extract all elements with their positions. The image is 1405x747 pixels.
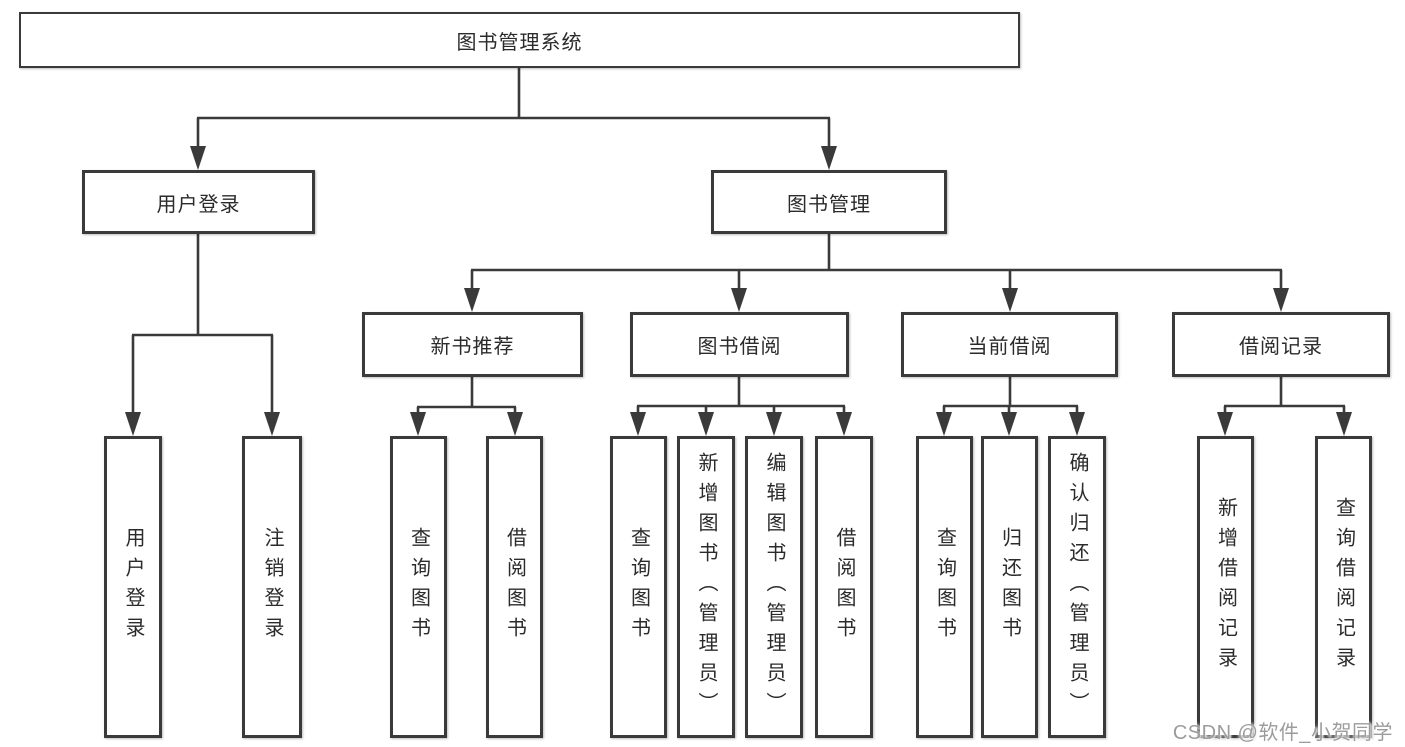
node-return-books: 归还图书	[981, 436, 1038, 738]
node-search-books-borrowing: 查询图书	[610, 436, 667, 738]
node-label: 图书管理	[787, 193, 871, 216]
node-borrow-books-leaf: 借阅图书	[815, 436, 873, 738]
node-label: 图书管理系统	[456, 31, 583, 54]
node-book-management: 图书管理	[711, 170, 947, 234]
node-label: 新书推荐	[430, 336, 515, 358]
node-label: 查询借阅记录	[1332, 497, 1355, 677]
node-label: 新增借阅记录	[1214, 497, 1237, 677]
node-user-login: 用户登录	[82, 170, 315, 234]
node-add-books-admin: 新增图书（管理员）	[677, 436, 735, 738]
node-label: 用户登录	[156, 193, 241, 216]
node-new-book-recommendation: 新书推荐	[362, 312, 583, 377]
node-label: 编辑图书（管理员）	[763, 452, 785, 722]
node-label: 归还图书	[998, 527, 1021, 647]
node-borrow-books-recommend: 借阅图书	[486, 436, 543, 738]
node-label: 注销登录	[261, 527, 283, 647]
node-current-borrowing: 当前借阅	[901, 312, 1118, 377]
node-label: 查询图书	[933, 527, 956, 647]
node-label: 当前借阅	[967, 336, 1052, 358]
node-search-borrow-record: 查询借阅记录	[1315, 436, 1372, 738]
node-label: 借阅记录	[1239, 336, 1323, 358]
node-edit-books-admin: 编辑图书（管理员）	[745, 436, 803, 738]
node-logout: 注销登录	[242, 436, 302, 738]
node-label: 图书借阅	[697, 336, 782, 358]
node-label: 查询图书	[627, 527, 650, 647]
node-book-borrowing: 图书借阅	[630, 312, 849, 377]
node-label: 借阅图书	[833, 527, 855, 647]
node-label: 借阅图书	[503, 527, 526, 647]
node-user-login-leaf: 用户登录	[104, 436, 162, 738]
node-label: 用户登录	[122, 527, 144, 647]
node-search-books-current: 查询图书	[916, 436, 973, 738]
node-library-management-system: 图书管理系统	[19, 12, 1020, 68]
node-add-borrow-record: 新增借阅记录	[1197, 436, 1254, 738]
node-search-books-recommend: 查询图书	[390, 436, 447, 738]
node-label: 新增图书（管理员）	[695, 452, 717, 722]
node-borrowing-records: 借阅记录	[1172, 312, 1390, 377]
node-label: 查询图书	[407, 527, 430, 647]
node-label: 确认归还（管理员）	[1066, 452, 1088, 722]
node-confirm-return-admin: 确认归还（管理员）	[1048, 436, 1106, 738]
